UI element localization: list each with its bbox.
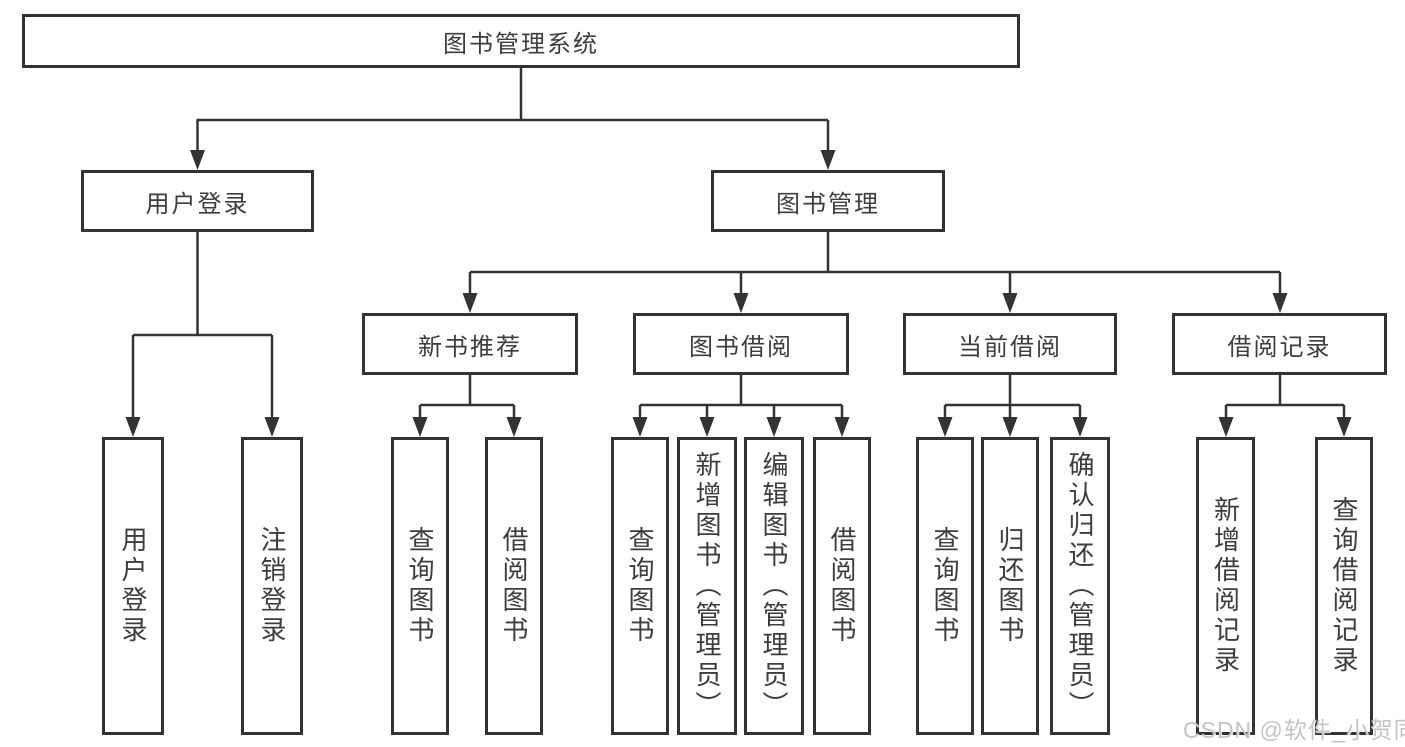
leaf-borrow-books-2: 借阅图书 — [813, 437, 871, 735]
leaf-query-books-2-label: 查询图书 — [625, 526, 655, 646]
node-current-borrowing: 当前借阅 — [903, 313, 1117, 375]
leaf-add-borrow-record-label: 新增借阅记录 — [1210, 496, 1241, 676]
node-book-management-label: 图书管理 — [776, 190, 880, 218]
leaf-logout-label: 注销登录 — [257, 526, 287, 646]
node-new-book-recommendation-label: 新书推荐 — [418, 333, 522, 361]
leaf-borrow-books-1-label: 借阅图书 — [499, 526, 529, 646]
leaf-add-borrow-record: 新增借阅记录 — [1196, 437, 1255, 735]
leaf-query-borrow-record: 查询借阅记录 — [1315, 437, 1373, 735]
node-borrowing-records-label: 借阅记录 — [1227, 333, 1332, 361]
node-book-management: 图书管理 — [711, 170, 945, 232]
leaf-query-books-3: 查询图书 — [916, 437, 974, 735]
leaf-borrow-books-1: 借阅图书 — [485, 437, 543, 735]
leaf-query-books-2: 查询图书 — [611, 437, 669, 735]
node-current-borrowing-label: 当前借阅 — [958, 333, 1062, 361]
leaf-edit-book-admin: 编辑图书（管理员） — [744, 437, 804, 735]
leaf-confirm-return-admin-label: 确认归还（管理员） — [1065, 451, 1095, 721]
leaf-confirm-return-admin: 确认归还（管理员） — [1050, 437, 1110, 735]
node-new-book-recommendation: 新书推荐 — [362, 313, 578, 375]
node-user-login-label: 用户登录 — [145, 190, 250, 218]
leaf-query-books-3-label: 查询图书 — [930, 526, 960, 646]
node-book-borrowing: 图书借阅 — [633, 313, 849, 375]
leaf-logout: 注销登录 — [241, 437, 303, 735]
leaf-borrow-books-2-label: 借阅图书 — [827, 526, 857, 646]
leaf-edit-book-admin-label: 编辑图书（管理员） — [759, 451, 789, 721]
leaf-add-book-admin: 新增图书（管理员） — [677, 437, 737, 735]
leaf-query-borrow-record-label: 查询借阅记录 — [1329, 496, 1359, 676]
connector-path — [131, 68, 1346, 421]
leaf-user-login: 用户登录 — [102, 437, 164, 735]
node-library-system: 图书管理系统 — [22, 14, 1020, 68]
node-library-system-label: 图书管理系统 — [443, 30, 599, 58]
csdn-watermark: CSDN @软件_小贺同学 — [1183, 717, 1405, 743]
leaf-return-book-label: 归还图书 — [995, 526, 1025, 646]
node-book-borrowing-label: 图书借阅 — [689, 333, 793, 361]
leaf-query-books-1-label: 查询图书 — [405, 526, 435, 646]
leaf-user-login-label: 用户登录 — [118, 526, 148, 646]
node-user-login: 用户登录 — [81, 170, 314, 232]
leaf-query-books-1: 查询图书 — [391, 437, 449, 735]
leaf-add-book-admin-label: 新增图书（管理员） — [692, 451, 722, 721]
leaf-return-book: 归还图书 — [981, 437, 1039, 735]
node-borrowing-records: 借阅记录 — [1172, 313, 1387, 375]
arrowheads — [125, 150, 1352, 437]
